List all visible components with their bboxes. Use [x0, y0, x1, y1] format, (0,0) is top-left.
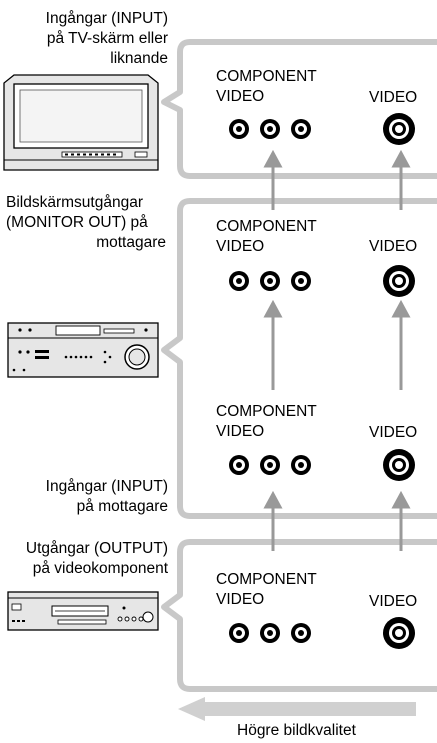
component-jack-icon: [229, 119, 249, 139]
receiver-monitor-out-line3: mottagare: [96, 234, 166, 251]
component-output-line2: på videokomponent: [32, 560, 168, 577]
receiver-monitor-out-line1: Bildskärmsutgångar: [6, 194, 143, 211]
receiver-monitor-out-label: Bildskärmsutgångar (MONITOR OUT) på mott…: [6, 193, 166, 253]
component-jack-icon: [229, 455, 249, 475]
panel3-component-line2: VIDEO: [216, 423, 265, 440]
panel-frames: [161, 39, 437, 692]
receiver-frame: [161, 198, 437, 519]
quality-arrow-icon: [178, 697, 416, 721]
video-player-icon: [7, 591, 159, 631]
video-jack-icon: [383, 113, 415, 145]
panel1-component-line2: VIDEO: [216, 88, 265, 105]
tv-frame: [161, 39, 437, 179]
component-jack-icon: [229, 271, 249, 291]
video-jack-icon: [383, 617, 415, 649]
panel2-component-label: COMPONENT VIDEO: [216, 217, 317, 257]
panel3-component-line1: COMPONENT: [216, 403, 317, 420]
tv-input-label-line1: Ingångar (INPUT): [45, 10, 168, 27]
tv-monitor-icon: [3, 74, 159, 171]
component-jack-icon: [260, 119, 280, 139]
panel2-component-line1: COMPONENT: [216, 218, 317, 235]
arrow-up-icon: [391, 490, 411, 551]
panel3-component-label: COMPONENT VIDEO: [216, 402, 317, 442]
tv-input-label-line2: på TV-skärm eller: [46, 30, 168, 47]
panel4-jacks: [229, 617, 415, 649]
panel2-video-label: VIDEO: [369, 238, 418, 255]
panel3-jacks: [229, 449, 415, 481]
arrow-up-icon: [263, 299, 283, 390]
panel2-component-line2: VIDEO: [216, 238, 265, 255]
panel3-video-label: VIDEO: [369, 424, 418, 441]
component-jack-icon: [229, 623, 249, 643]
panel1-component-line1: COMPONENT: [216, 68, 317, 85]
tv-input-label: Ingångar (INPUT) på TV-skärm eller likna…: [46, 9, 168, 69]
panel1-jacks: [229, 113, 415, 145]
component-jack-icon: [291, 119, 311, 139]
arrow-up-icon: [391, 299, 411, 390]
signal-arrows: [263, 149, 411, 551]
panel2-jacks: [229, 265, 415, 297]
tv-input-label-line3: liknande: [110, 50, 168, 67]
arrow-up-icon: [391, 149, 411, 210]
component-jack-icon: [260, 271, 280, 291]
panel1-video-label: VIDEO: [369, 89, 418, 106]
receiver-input-line1: Ingångar (INPUT): [45, 478, 168, 495]
video-jack-icon: [383, 265, 415, 297]
receiver-input-label: Ingångar (INPUT) på mottagare: [46, 477, 168, 517]
quality-caption: Högre bildkvalitet: [237, 722, 356, 739]
component-jack-icon: [260, 623, 280, 643]
arrow-up-icon: [263, 490, 283, 551]
panel4-component-line2: VIDEO: [216, 591, 265, 608]
video-jack-icon: [383, 449, 415, 481]
panel4-video-label: VIDEO: [369, 593, 418, 610]
panel4-component-label: COMPONENT VIDEO: [216, 570, 317, 610]
component-frame: [161, 539, 437, 692]
component-output-line1: Utgångar (OUTPUT): [25, 540, 168, 557]
component-jack-icon: [260, 455, 280, 475]
receiver-monitor-out-line2: (MONITOR OUT) på: [6, 214, 148, 231]
component-jack-icon: [291, 271, 311, 291]
component-output-label: Utgångar (OUTPUT) på videokomponent: [26, 539, 168, 579]
av-receiver-icon: [7, 322, 159, 378]
component-jack-icon: [291, 623, 311, 643]
arrow-up-icon: [263, 149, 283, 210]
receiver-input-line2: på mottagare: [76, 498, 168, 515]
component-jack-icon: [291, 455, 311, 475]
panel4-component-line1: COMPONENT: [216, 571, 317, 588]
panel1-component-label: COMPONENT VIDEO: [216, 67, 317, 107]
